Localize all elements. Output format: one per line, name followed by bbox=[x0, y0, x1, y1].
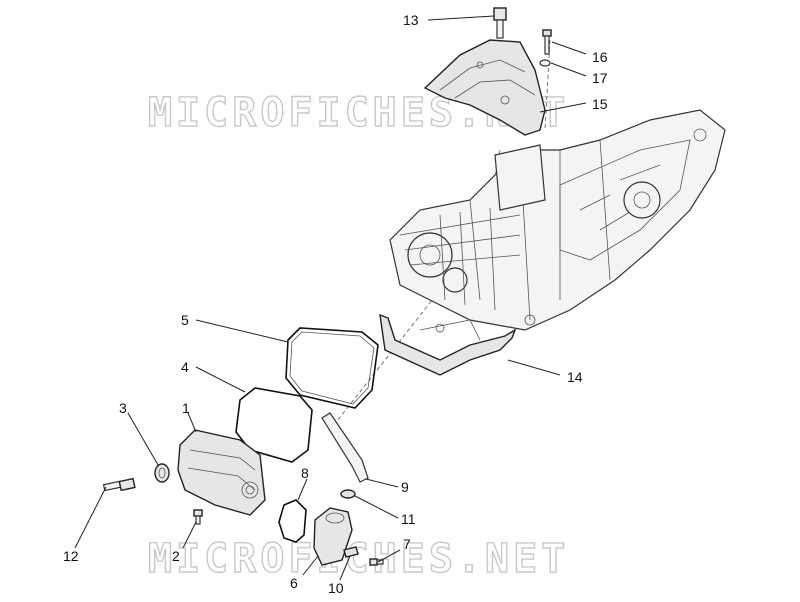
callout-4: 4 bbox=[181, 359, 189, 375]
callout-5: 5 bbox=[181, 312, 189, 328]
callout-12: 12 bbox=[63, 548, 79, 564]
callout-9: 9 bbox=[401, 479, 409, 495]
part-12-spark-plug bbox=[102, 477, 136, 492]
part-17-washer bbox=[539, 59, 551, 67]
part-15-upper-cover bbox=[423, 39, 546, 136]
part-14-sensor bbox=[493, 7, 507, 39]
part-6-housing bbox=[313, 507, 353, 566]
callout-13: 14 bbox=[567, 369, 583, 385]
callout-15: 15 bbox=[592, 96, 608, 112]
part-9-hose bbox=[321, 412, 369, 483]
engine-crankcase bbox=[389, 109, 726, 331]
part-7-screw bbox=[369, 558, 384, 566]
callout-11: 11 bbox=[401, 511, 416, 527]
part-13-bracket bbox=[379, 313, 517, 376]
callout-7: 7 bbox=[403, 536, 411, 552]
callout-2: 2 bbox=[172, 548, 180, 564]
callout-14: 13 bbox=[403, 12, 419, 28]
part-1-cylinder-head-cover bbox=[177, 429, 266, 516]
watermark-bottom: MICROFICHES.NET bbox=[148, 536, 569, 582]
callout-1: 1 bbox=[182, 400, 190, 416]
callout-17: 17 bbox=[592, 70, 608, 86]
callout-10: 10 bbox=[328, 580, 344, 596]
part-3-seal bbox=[154, 463, 170, 483]
part-2-bolt bbox=[193, 509, 203, 525]
callout-16: 16 bbox=[592, 49, 608, 65]
callout-6: 6 bbox=[290, 575, 298, 591]
part-5-gasket bbox=[285, 327, 379, 409]
part-4-gasket bbox=[235, 387, 313, 463]
part-8-gasket bbox=[278, 499, 307, 543]
assembly-line-bolt bbox=[544, 39, 551, 131]
leader-lines bbox=[74, 15, 587, 581]
callout-8: 8 bbox=[301, 465, 309, 481]
part-16-bolt bbox=[542, 29, 552, 55]
part-10-clip bbox=[343, 546, 359, 558]
part-11-clamp bbox=[340, 489, 356, 499]
callout-3: 3 bbox=[119, 400, 127, 416]
